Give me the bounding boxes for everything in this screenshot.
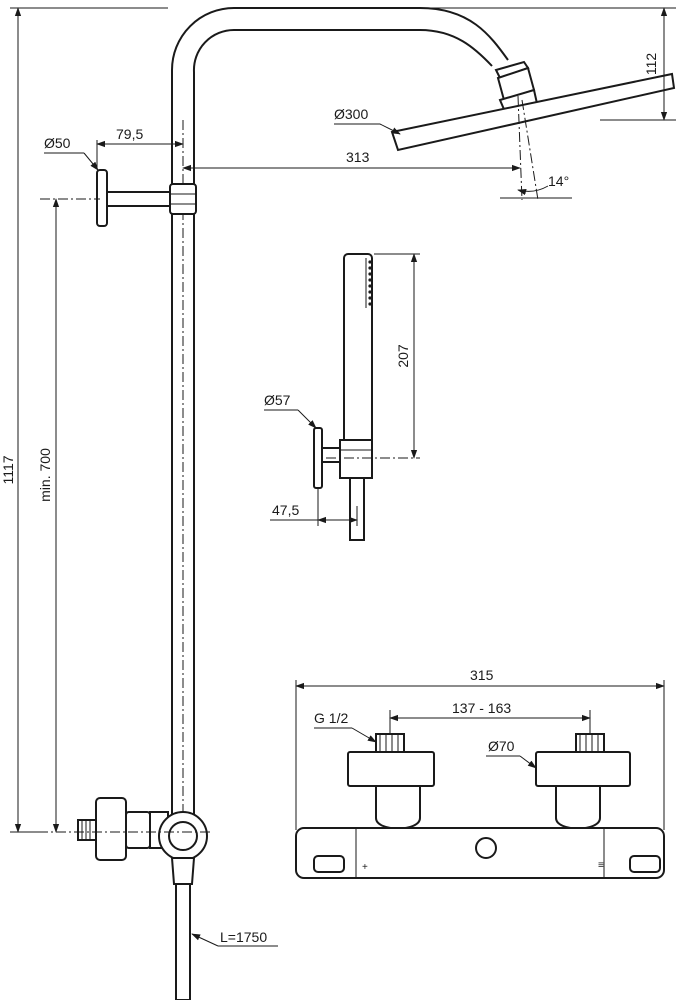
thermostatic-mixer: + ≡ <box>295 733 665 879</box>
label-total-height: 1117 <box>0 455 16 484</box>
shower-column <box>171 7 509 830</box>
label-holder-depth: 47,5 <box>272 502 299 518</box>
dim-head-height <box>420 7 676 121</box>
dim-mixer-width <box>295 680 665 830</box>
dim-head-dia <box>334 123 401 135</box>
label-head-height: 112 <box>643 53 659 76</box>
dim-inlet-centers <box>389 710 591 734</box>
dim-holder-depth <box>270 488 358 526</box>
label-min-height: min. 700 <box>37 448 53 502</box>
label-thread: G 1/2 <box>314 710 348 726</box>
dim-thread <box>314 727 377 743</box>
dim-hose-length <box>191 933 278 947</box>
label-head-dia: Ø300 <box>334 106 368 122</box>
label-handset-length: 207 <box>395 344 411 368</box>
hand-shower <box>313 253 420 541</box>
flow-marks: ≡ <box>598 860 604 871</box>
dim-tilt-angle <box>500 185 572 199</box>
label-inlet-centers: 137 - 163 <box>452 700 511 716</box>
temperature-marks: + <box>362 862 368 873</box>
dim-total-height <box>10 7 168 833</box>
shower-hose <box>175 883 191 1000</box>
dim-handset-length <box>374 253 420 459</box>
dim-holder-dia <box>264 409 317 429</box>
label-holder-dia: Ø57 <box>264 392 291 408</box>
diverter-mixer <box>20 797 210 885</box>
dim-outlet-offset <box>96 140 184 168</box>
label-outlet-offset: 79,5 <box>116 126 143 142</box>
dim-knob-dia <box>486 755 537 769</box>
wall-bracket <box>96 169 197 227</box>
dim-outlet-dia <box>44 152 99 171</box>
label-knob-dia: Ø70 <box>488 738 515 754</box>
rain-shower-head <box>390 60 676 201</box>
label-mixer-width: 315 <box>470 667 494 683</box>
handset-nozzles <box>365 258 372 308</box>
dim-min-height <box>40 198 100 833</box>
label-arm-reach: 313 <box>346 149 370 165</box>
label-outlet-dia: Ø50 <box>44 135 71 151</box>
label-hose-length: L=1750 <box>220 929 267 945</box>
label-tilt-angle: 14° <box>548 173 569 189</box>
